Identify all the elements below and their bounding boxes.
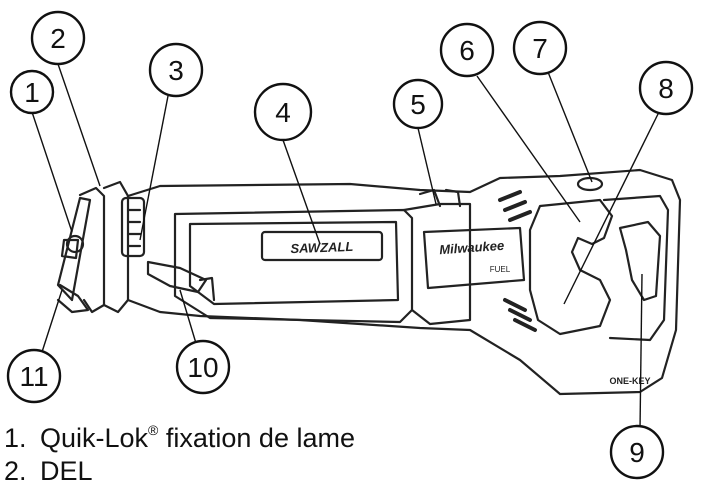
foot-mark-text: ONE-KEY: [609, 376, 650, 386]
callout-1: 1: [24, 77, 40, 108]
vent-slots: [498, 190, 537, 332]
legend-text-rest: fixation de lame: [158, 423, 355, 453]
callout-10: 10: [187, 352, 218, 383]
registered-mark: ®: [148, 422, 159, 438]
callout-8: 8: [658, 73, 674, 104]
callout-circle-3: [148, 42, 204, 98]
quik-lok-clamp: [65, 234, 85, 254]
legend-number: 1.: [4, 423, 27, 453]
callout-4: 4: [275, 97, 291, 128]
legend-item: 2. DEL: [4, 455, 355, 488]
nose-collar: [120, 196, 146, 258]
brand-plate: [260, 230, 384, 262]
shoe-plate: [56, 196, 92, 302]
legend-number: 2.: [4, 456, 27, 486]
callout-circle-6: [439, 22, 495, 78]
callout-circle-9: [609, 424, 665, 480]
tool-body: [126, 168, 682, 396]
trigger: [618, 220, 662, 302]
callout-circle-8: [638, 60, 694, 116]
callout-11: 11: [19, 361, 48, 392]
callout-circle-10: [175, 339, 231, 395]
callout-6: 6: [459, 35, 475, 66]
sticker-sub-text: FUEL: [490, 265, 511, 274]
parts-legend: 1. Quik-Lok® fixation de lame 2. DEL: [4, 414, 355, 488]
callout-circle-1: [9, 69, 55, 115]
callout-7: 7: [532, 33, 548, 64]
brand-logo-text: SAWZALL: [290, 239, 353, 256]
callout-circle-5: [392, 78, 444, 130]
fuel-sticker: [422, 226, 526, 290]
adjust-lever: [146, 260, 208, 294]
callout-2: 2: [50, 23, 66, 54]
sticker-logo-text: Milwaukee: [439, 238, 505, 257]
callout-circle-4: [253, 82, 313, 142]
legend-text: Quik-Lok: [40, 423, 149, 453]
led-button: [576, 176, 604, 192]
legend-item: 1. Quik-Lok® fixation de lame: [4, 414, 355, 455]
handle-loop: [528, 198, 614, 336]
callout-3: 3: [168, 55, 184, 86]
callout-circle-11: [6, 348, 62, 404]
callout-5: 5: [410, 89, 426, 120]
callout-circle-2: [30, 10, 86, 66]
callout-circle-7: [512, 20, 568, 76]
legend-text: DEL: [40, 456, 93, 486]
callout-9: 9: [629, 437, 645, 468]
